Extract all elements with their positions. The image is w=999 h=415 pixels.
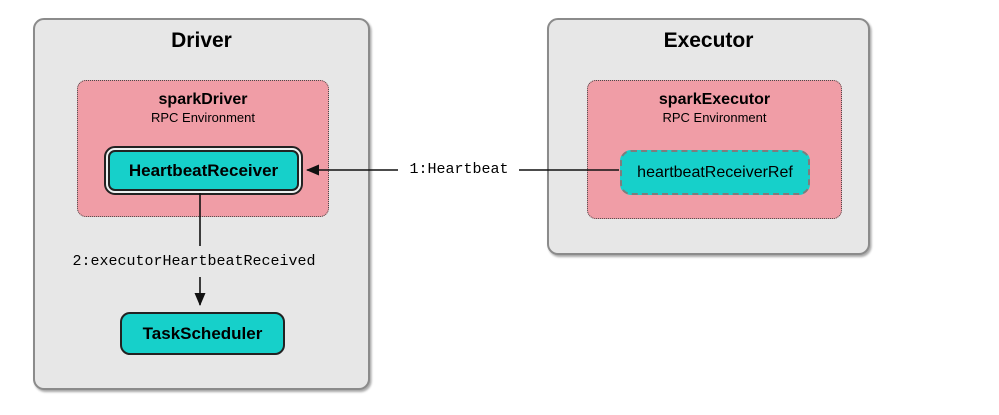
task-scheduler-label: TaskScheduler — [142, 323, 263, 343]
spark-driver-env-name: sparkDriver — [158, 91, 248, 108]
spark-executor-env: sparkExecutor RPC Environment heartbeatR… — [587, 80, 842, 219]
executor-heartbeat-received-label: 2:executorHeartbeatReceived — [72, 253, 316, 270]
heartbeat-receiver-label: HeartbeatReceiver — [108, 150, 299, 191]
spark-executor-env-name: sparkExecutor — [658, 91, 771, 108]
heartbeat-receiver-ref-label: heartbeatReceiverRef — [637, 163, 793, 181]
heartbeat-message-label: 1:Heartbeat — [409, 161, 509, 178]
driver-container: Driver sparkDriver RPC Environment Heart… — [33, 18, 370, 390]
spark-driver-env: sparkDriver RPC Environment HeartbeatRec… — [77, 80, 329, 217]
spark-driver-env-subtitle: RPC Environment — [150, 110, 256, 125]
executor-container: Executor sparkExecutor RPC Environment h… — [547, 18, 870, 255]
spark-executor-env-subtitle: RPC Environment — [662, 110, 767, 125]
heartbeat-receiver-ref-node: heartbeatReceiverRef — [620, 150, 810, 195]
executor-title: Executor — [663, 29, 754, 52]
driver-title: Driver — [171, 29, 232, 52]
heartbeat-receiver-node: HeartbeatReceiver — [104, 146, 303, 195]
task-scheduler-node: TaskScheduler — [120, 312, 285, 355]
